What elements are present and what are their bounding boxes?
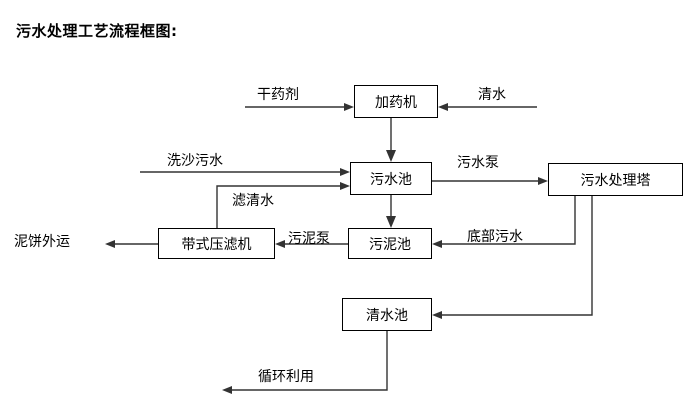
edge-label-filtrate: 滤清水 xyxy=(232,193,274,209)
edge-clean-water-pool-to-recycle xyxy=(222,331,388,394)
node-treatment-tower[interactable]: 污水处理塔 xyxy=(548,163,683,196)
node-label: 污水处理塔 xyxy=(580,172,651,189)
edge-filtrate-to-sewage-pool xyxy=(216,182,350,228)
edge-label-sludge-pump: 污泥泵 xyxy=(288,231,330,247)
edge-label-sewage-pump: 污水泵 xyxy=(457,155,499,171)
edge-label-sand-wash-sewage: 洗沙污水 xyxy=(167,153,223,169)
edge-clean-water-to-dosing-machine xyxy=(438,103,537,111)
page-title: 污水处理工艺流程框图: xyxy=(16,22,178,40)
node-label: 带式压滤机 xyxy=(181,236,252,253)
edge-belt-filter-to-mud-cake-out xyxy=(105,240,158,248)
node-clean-water-pool[interactable]: 清水池 xyxy=(342,298,432,331)
node-sludge-pool[interactable]: 污泥池 xyxy=(348,228,432,259)
node-label: 污水池 xyxy=(370,171,412,188)
node-label: 清水池 xyxy=(366,307,408,324)
edge-sludge-pump-to-belt-filter xyxy=(275,240,348,248)
node-dosing-machine[interactable]: 加药机 xyxy=(354,85,438,118)
edge-dosing-machine-to-sewage-pool xyxy=(386,118,396,162)
edge-label-dry-agent: 干药剂 xyxy=(257,87,299,103)
edge-label-clean-water-in: 清水 xyxy=(478,87,506,103)
node-sewage-pool[interactable]: 污水池 xyxy=(350,162,432,195)
edge-sewage-pool-to-sludge-pool xyxy=(386,195,396,228)
edge-dry-agent-to-dosing-machine xyxy=(245,103,354,111)
edge-treatment-tower-to-clean-water-pool xyxy=(432,196,593,319)
node-label: 加药机 xyxy=(375,94,417,111)
edge-label-mud-cake-out: 泥饼外运 xyxy=(14,234,70,250)
node-label: 污泥池 xyxy=(369,236,411,253)
edge-bottom-sewage-to-sludge-pool xyxy=(432,196,576,248)
edge-label-recycle-use: 循环利用 xyxy=(258,369,314,385)
node-belt-filter-press[interactable]: 带式压滤机 xyxy=(158,228,275,259)
edge-label-bottom-sewage: 底部污水 xyxy=(467,229,523,245)
edge-sand-wash-sewage-to-sewage-pool xyxy=(140,168,350,176)
edge-sewage-pump-to-treatment-tower xyxy=(432,177,548,185)
